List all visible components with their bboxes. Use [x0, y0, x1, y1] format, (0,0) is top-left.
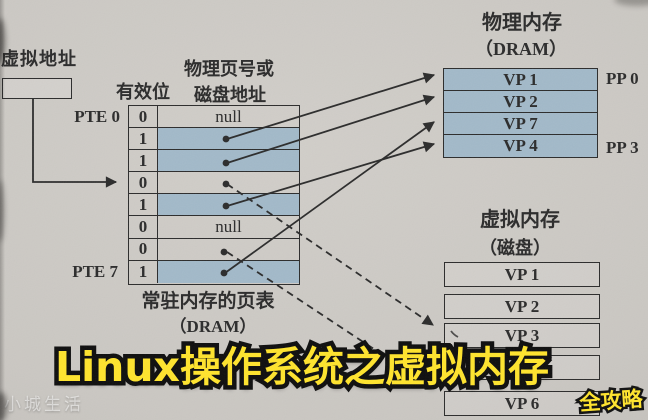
- video-caption: Linux操作系统之虚拟内存 Linux操作系统之虚拟内存: [42, 340, 562, 395]
- pte2-pointer-dot: [222, 159, 230, 167]
- pen-mark: [450, 330, 459, 338]
- watermark-left: 小城生活: [4, 395, 84, 415]
- video-caption-text: Linux操作系统之虚拟内存: [54, 343, 549, 391]
- pte3-pointer-dot: [222, 180, 230, 188]
- pte7-pointer-dot: [220, 269, 228, 277]
- pte1-pointer-dot: [222, 135, 230, 143]
- virtual-address-arrow: [32, 99, 118, 188]
- watermark-right: 全攻略 全攻略: [574, 383, 648, 417]
- watermark-right-text: 全攻略: [578, 386, 644, 416]
- pte4-pointer-dot: [222, 202, 230, 210]
- pte6-pointer-dot: [220, 248, 228, 256]
- pte3-to-disk-vp3-dashed-arrow: [226, 183, 434, 326]
